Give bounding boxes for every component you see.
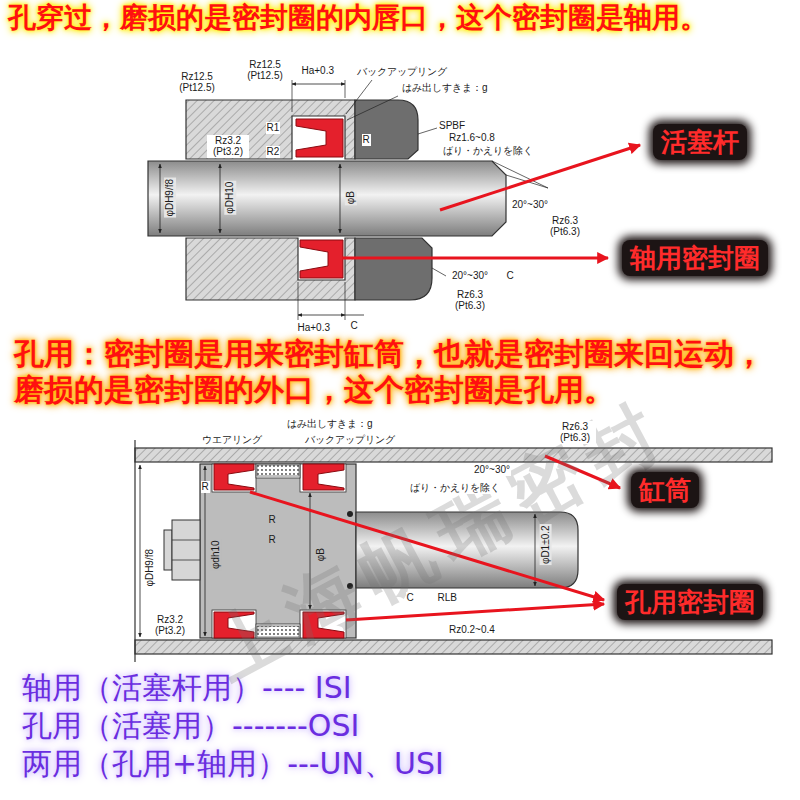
dimension-line: [340, 164, 341, 233]
callout-arrow: [440, 145, 640, 210]
extension-line: [345, 282, 346, 320]
nut: [172, 520, 200, 580]
callout-text: 缸筒: [639, 474, 691, 507]
extension-line: [292, 80, 293, 112]
dimension-label: Rz3.2 (Pt3.2): [149, 614, 191, 637]
angle-line: [432, 268, 446, 276]
dimension-label: 20°~30°: [451, 270, 489, 282]
type-code-line: 两用（孔用+轴用）---UN、USI: [22, 746, 444, 782]
dimension-label: SPBF: [438, 120, 466, 132]
nut-edge: [172, 540, 200, 541]
dimension-line: [292, 84, 345, 85]
dimension-label: はみ出しすきま：g: [401, 82, 489, 94]
wear-ring: [257, 465, 299, 476]
dimension-label: Rz6.3 (Pt6.3): [449, 289, 491, 312]
dimension-label: φDH9/f8: [144, 548, 156, 588]
dimension-label: R: [268, 534, 277, 546]
dimension-label: C: [406, 592, 415, 604]
dimension-label: R: [201, 481, 210, 493]
dimension-label: ばり・かえりを除く: [442, 145, 534, 157]
dimension-label: はみ出しすきま：g: [286, 418, 374, 430]
dimension-label: Rz3.2 (Pt3.2): [207, 135, 249, 158]
callout-arrow: [342, 257, 608, 260]
dimension-label: Ha+0.3: [301, 65, 336, 77]
heading-note: 孔穿过，磨损的是密封圈的内唇口，这个密封圈是轴用。: [8, 2, 708, 34]
dimension-line: [140, 465, 141, 637]
callout-box: 活塞杆: [653, 124, 747, 161]
piston-rod: [148, 161, 506, 236]
dimension-label: 20°~30°: [511, 199, 549, 211]
dimension-label: φDH10: [224, 181, 236, 215]
housing: [186, 100, 355, 159]
dimension-label: Rz6.3 (Pt6.3): [554, 421, 596, 444]
callout-text: 轴用密封圈: [630, 242, 760, 275]
frame-line: [134, 440, 135, 662]
housing: [186, 238, 355, 300]
dimension-line: [220, 164, 221, 233]
rod-seal-drawing: [148, 80, 640, 320]
nut-edge: [172, 560, 200, 561]
seal-groove: [212, 464, 256, 492]
callout-text: 孔用密封圈: [625, 586, 755, 619]
dimension-line: [345, 315, 364, 316]
gland-cap: [355, 100, 418, 159]
leader-line: [347, 96, 398, 120]
dimension-label: R: [268, 514, 277, 526]
dimension-label: φB: [314, 547, 326, 562]
dimension-label: ウエアリング: [201, 434, 263, 446]
dimension-label: 20°~30°: [473, 464, 511, 476]
dimension-label: Rz12.5 (Pt12.5): [174, 71, 220, 94]
wear-ring-groove: [256, 464, 300, 478]
dimension-label: R1: [266, 122, 281, 134]
dimension-label: Rz1.6~0.8: [448, 132, 496, 144]
dimension-label: φDH9/f8: [164, 178, 176, 218]
dimension-label: R: [362, 134, 371, 146]
piston-seal: [214, 464, 254, 490]
dimension-label: Rz0.2~0.4: [448, 624, 496, 636]
dimension-label: φB: [344, 190, 356, 205]
callout-box: 轴用密封圈: [622, 240, 768, 277]
callout-box: 孔用密封圈: [617, 584, 763, 621]
dimension-label: RLB: [437, 592, 458, 604]
dimension-label: φdh10: [209, 539, 221, 570]
extension-line: [345, 80, 346, 98]
dimension-line: [160, 164, 161, 233]
dimension-label: ばり・かえりを除く: [409, 482, 501, 494]
o-ring: [347, 511, 353, 517]
type-code-line: 轴用（活塞杆用）---- ISI: [22, 670, 352, 706]
leader-line: [418, 128, 437, 134]
dimension-label: Rz12.5 (Pt12.5): [242, 59, 288, 82]
rod-seal: [300, 240, 343, 278]
seal-groove: [300, 464, 346, 492]
rod-seal: [296, 119, 343, 157]
heading-note: 孔用：密封圈是用来密封缸筒，也就是密封圈来回运动， 磨损的是密封圈的外口，这个密…: [14, 336, 794, 408]
rod-stub: [164, 530, 172, 570]
dimension-label: Ha+0.3: [297, 322, 332, 334]
gland-cap: [355, 238, 432, 300]
callout-text: 活塞杆: [661, 126, 739, 159]
callout-box: 缸筒: [631, 472, 699, 509]
dimension-label: バックアップリング: [356, 66, 448, 78]
dimension-line: [298, 315, 345, 316]
dimension-label: Rz6.3 (Pt6.3): [544, 215, 586, 238]
type-code-line: 孔用（活塞用）-------OSI: [22, 708, 359, 744]
dimension-label: バックアップリング: [304, 434, 396, 446]
dimension-label: R2: [266, 146, 281, 158]
dimension-label: φD1±0.2: [539, 524, 551, 565]
dimension-label: C: [506, 270, 515, 282]
extension-line: [298, 282, 299, 320]
piston-seal: [303, 464, 344, 490]
dimension-label: C: [350, 320, 359, 332]
leader-line: [346, 80, 372, 114]
